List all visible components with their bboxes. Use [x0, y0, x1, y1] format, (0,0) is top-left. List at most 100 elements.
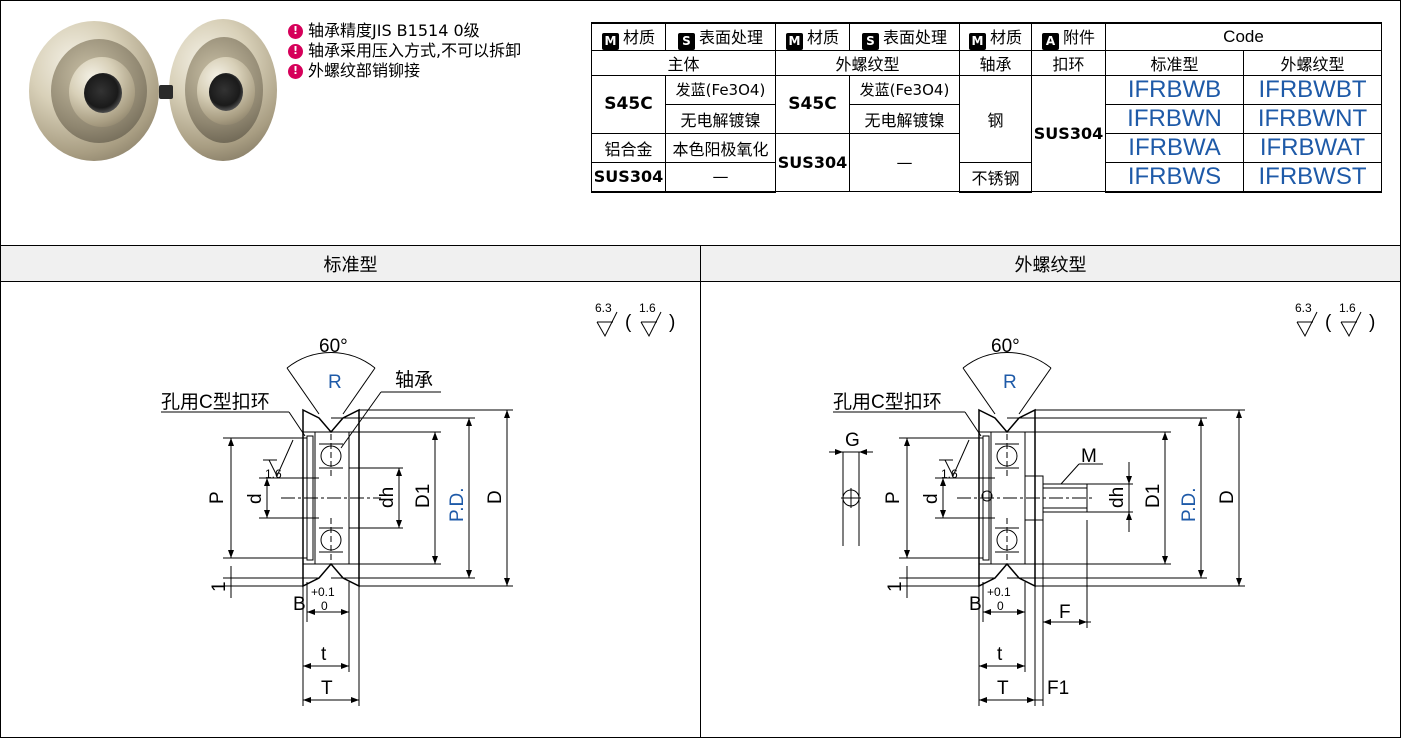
d-outer-label: D: [485, 490, 506, 504]
exclamation-icon: !: [288, 63, 303, 79]
ring-material-cell: SUS304: [1031, 74, 1106, 192]
surface-cell: 无电解镀镍: [665, 103, 776, 134]
body-material-cell: SUS304: [591, 161, 666, 193]
angle-label: 60°: [319, 336, 348, 357]
thread-material-cell: SUS304: [775, 132, 850, 192]
g-label: G: [845, 430, 860, 451]
code-cell[interactable]: IFRBWN: [1105, 103, 1244, 134]
roughness-label: 1.6: [265, 467, 282, 481]
a-tag-icon: A: [1041, 32, 1059, 50]
product-photo-threaded: [159, 19, 277, 161]
standard-drawing: 60° R 轴承 孔用C型扣环 1.6 P d dh D1 P.D. D 1 B…: [161, 301, 675, 706]
code-cell[interactable]: IFRBWBT: [1243, 74, 1382, 105]
surface-cell: 本色阳极氧化: [665, 132, 776, 163]
bearing-label: 轴承: [395, 369, 433, 391]
surface-finish-a: 6.3: [1295, 301, 1312, 315]
threaded-drawing-panel: 外螺纹型: [700, 245, 1401, 738]
note-item: ! 轴承精度JIS B1514 0级: [288, 21, 521, 41]
code-cell[interactable]: IFRBWA: [1105, 132, 1244, 163]
body-material-cell: 铝合金: [591, 132, 666, 163]
f-label: F: [1059, 602, 1071, 623]
tol-zero: 0: [321, 599, 328, 613]
one-label: 1: [885, 581, 906, 592]
product-header-area: ! 轴承精度JIS B1514 0级 ! 轴承采用压入方式,不可以拆卸 ! 外螺…: [0, 0, 1401, 245]
thread-material-cell: S45C: [775, 74, 850, 134]
panel-title: 标准型: [1, 246, 700, 282]
d1-label: D1: [413, 484, 434, 508]
surface-finish-b: 1.6: [639, 301, 656, 315]
surface-finish-b: 1.6: [1339, 301, 1356, 315]
svg-text:(: (: [625, 312, 632, 333]
ring-group-header: 扣环: [1031, 49, 1106, 76]
code-cell[interactable]: IFRBWNT: [1243, 103, 1382, 134]
m-label: M: [1081, 446, 1097, 467]
table-row: 主体 外螺纹型 轴承 扣环 标准型 外螺纹型: [591, 49, 1382, 76]
ext-thread-group-header: 外螺纹型: [1243, 49, 1382, 76]
one-label: 1: [209, 581, 230, 592]
panel-title: 外螺纹型: [701, 246, 1400, 282]
retaining-ring-label: 孔用C型扣环: [161, 391, 270, 413]
exclamation-icon: !: [288, 23, 303, 39]
m-tag-icon: M: [785, 32, 803, 50]
roughness-label: 1.6: [941, 467, 958, 481]
d1-label: D1: [1143, 484, 1164, 508]
code-cell[interactable]: IFRBWS: [1105, 161, 1244, 193]
d-outer-label: D: [1217, 490, 1238, 504]
p-label: P: [883, 491, 904, 504]
table-row: SUS304 — 不锈钢 IFRBWS IFRBWST: [591, 161, 1382, 193]
product-photo-standard: [29, 21, 159, 161]
r-label: R: [328, 372, 342, 393]
t-label: t: [997, 644, 1003, 665]
p-label: P: [207, 491, 228, 504]
bearing-material-cell: 不锈钢: [959, 161, 1032, 193]
d-label: d: [245, 493, 266, 504]
f1-label: F1: [1047, 678, 1069, 699]
s-tag-icon: S: [861, 32, 879, 50]
svg-text:): ): [1369, 312, 1375, 333]
s-tag-icon: S: [677, 32, 695, 50]
note-item: ! 外螺纹部销铆接: [288, 61, 521, 81]
tol-plus: +0.1: [987, 585, 1011, 599]
dh-label: dh: [1107, 487, 1128, 508]
t-total-label: T: [321, 678, 333, 699]
exclamation-icon: !: [288, 43, 303, 59]
table-row: 无电解镀镍 无电解镀镍 IFRBWN IFRBWNT: [592, 103, 1382, 134]
code-cell[interactable]: IFRBWAT: [1243, 132, 1382, 163]
surface-cell: —: [849, 132, 960, 192]
t-total-label: T: [997, 678, 1009, 699]
note-text: 轴承精度JIS B1514 0级: [308, 21, 480, 40]
thread-group-header: 外螺纹型: [775, 49, 960, 76]
r-label: R: [1003, 372, 1017, 393]
pd-label: P.D.: [447, 487, 468, 522]
standard-drawing-panel: 标准型: [0, 245, 701, 738]
code-cell[interactable]: IFRBWST: [1243, 161, 1382, 193]
surface-finish-a: 6.3: [595, 301, 612, 315]
dh-label: dh: [377, 487, 398, 508]
m-tag-icon: M: [601, 32, 619, 50]
d-label: d: [921, 493, 942, 504]
svg-text:): ): [669, 312, 675, 333]
b-label: B: [293, 594, 306, 615]
code-header: Code: [1105, 22, 1382, 51]
tol-plus: +0.1: [311, 585, 335, 599]
b-label: B: [969, 594, 982, 615]
m-tag-icon: M: [968, 32, 986, 50]
body-group-header: 主体: [591, 49, 776, 76]
bearing-material-cell: 钢: [959, 74, 1032, 163]
table-row: S45C 发蓝(Fe3O4) S45C 发蓝(Fe3O4) 钢 SUS304 I…: [591, 74, 1382, 192]
note-text: 外螺纹部销铆接: [308, 61, 421, 80]
code-cell[interactable]: IFRBWB: [1105, 74, 1244, 105]
table-row: 铝合金 本色阳极氧化 SUS304 — IFRBWA IFRBWAT: [591, 132, 1382, 192]
threaded-drawing: 60° R 孔用C型扣环 G M 1.6 P d dh D1 P.D. D 1 …: [829, 301, 1375, 706]
bearing-group-header: 轴承: [959, 49, 1032, 76]
note-text: 轴承采用压入方式,不可以拆卸: [308, 41, 522, 60]
svg-text:(: (: [1325, 312, 1332, 333]
surface-cell: 发蓝(Fe3O4): [665, 74, 776, 105]
